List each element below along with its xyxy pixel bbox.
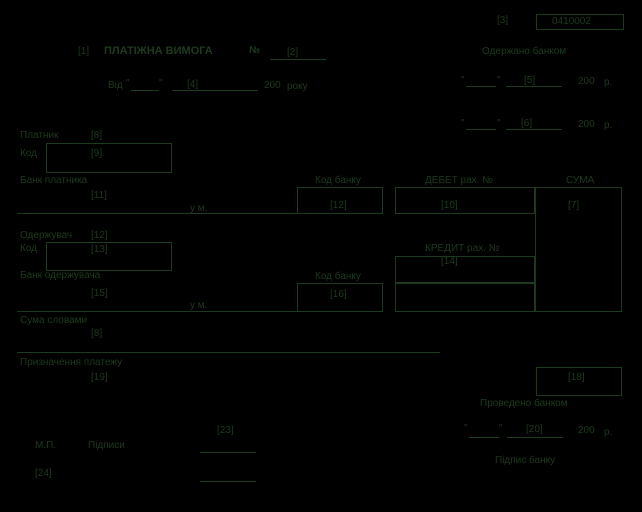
- credit-box: [395, 256, 535, 283]
- received2-quote-open: ": [461, 118, 465, 129]
- bank-sign-label: Підпис банку: [495, 455, 556, 466]
- conducted-quote-open: ": [464, 423, 468, 434]
- mp-ref: [24]: [35, 468, 52, 479]
- debit-box: [395, 187, 535, 214]
- date-year-suffix: року: [287, 81, 308, 92]
- sign-line-2: [200, 481, 256, 482]
- received2-quote-close: ": [497, 118, 501, 129]
- date-ref: [4]: [187, 79, 199, 90]
- recipient-bank-code-ref: [16]: [330, 289, 347, 300]
- payer-bank-code-box: [297, 187, 383, 214]
- received-year-suffix: р.: [604, 77, 613, 88]
- payer-ref: [8]: [91, 130, 103, 141]
- right-box-ref: [18]: [568, 372, 585, 383]
- top-ref: [3]: [497, 15, 509, 26]
- payer-city: у м.: [190, 203, 208, 214]
- sum-ref: [7]: [568, 200, 580, 211]
- conducted-month-line: [507, 437, 563, 438]
- date-month-line: [172, 90, 258, 91]
- amount-words-line: [17, 352, 440, 353]
- received-quote-open: ": [461, 75, 465, 86]
- amount-words-ref: [8]: [91, 328, 103, 339]
- debit-ref: [10]: [441, 200, 458, 211]
- number-underline: [270, 59, 326, 60]
- recipient-label: Одержувач: [20, 230, 73, 241]
- payer-bank-label: Банк платника: [20, 175, 88, 186]
- payer-bank-line: [17, 213, 297, 214]
- number-ref: [2]: [287, 47, 299, 58]
- mp-label: М.П.: [35, 440, 57, 451]
- recipient-bank-code-label: Код банку: [315, 271, 361, 282]
- form-code: 0410002: [552, 16, 591, 27]
- payer-bank-code-ref: [12]: [330, 200, 347, 211]
- date-quote-open: ": [126, 78, 130, 89]
- recipient-bank-ref: [15]: [91, 288, 108, 299]
- received2-year: 200: [578, 119, 595, 130]
- payer-bank-code-label: Код банку: [315, 175, 361, 186]
- amount-words-label: Сума словами: [20, 315, 88, 326]
- conducted-quote-close: ": [499, 423, 503, 434]
- credit-ref: [14]: [441, 256, 458, 267]
- recipient-bank-label: Банк одержувача: [20, 270, 101, 281]
- credit-label: КРЕДИТ рах. №: [425, 243, 500, 254]
- conducted-day-line: [469, 437, 499, 438]
- received-label: Одержано банком: [482, 46, 567, 57]
- conducted-year-suffix: р.: [604, 427, 613, 438]
- recipient-city: у м.: [190, 300, 208, 311]
- right-box: [536, 367, 622, 396]
- date-prefix: Від: [108, 80, 123, 91]
- recipient-bank-line: [17, 311, 297, 312]
- recipient-bank-code-box: [297, 283, 383, 312]
- payer-label: Платник: [20, 130, 59, 141]
- payer-code-label: Код: [20, 148, 38, 159]
- recipient-code-box: [46, 242, 172, 271]
- title-ref: [1]: [78, 46, 90, 57]
- sum-box: [535, 187, 622, 312]
- payer-code-box: [46, 143, 172, 173]
- payer-bank-ref: [11]: [91, 190, 107, 201]
- conducted-ref: [20]: [526, 424, 543, 435]
- received-quote-close: ": [497, 75, 501, 86]
- recipient-code-label: Код: [20, 243, 38, 254]
- recipient-ref: [12]: [91, 230, 108, 241]
- recipient-code-ref: [13]: [91, 244, 108, 255]
- received2-day-line: [466, 129, 496, 130]
- date-quote-close: ": [159, 78, 163, 89]
- signature-label: Підписи: [88, 440, 125, 451]
- no-label: №: [249, 45, 261, 56]
- sum-label: СУМА: [566, 175, 595, 186]
- form-title: ПЛАТІЖНА ВИМОГА: [104, 45, 213, 57]
- received2-month-line: [506, 129, 562, 130]
- received-day-line: [466, 86, 496, 87]
- purpose-ref: [19]: [91, 372, 108, 383]
- received-year: 200: [578, 76, 595, 87]
- received2-year-suffix: р.: [604, 120, 613, 131]
- conducted-label: Проведено банком: [480, 398, 568, 409]
- sign-ref: [23]: [217, 425, 234, 436]
- date-day-line: [131, 90, 159, 91]
- credit-lower-box: [395, 283, 535, 312]
- debit-label: ДЕБЕТ рах. №: [425, 175, 493, 186]
- received2-ref: [6]: [521, 118, 533, 129]
- payer-code-ref: [9]: [91, 148, 103, 159]
- conducted-year: 200: [578, 425, 595, 436]
- date-year: 200: [264, 80, 281, 91]
- purpose-label: Призначення платежу: [20, 357, 123, 368]
- sign-line-1: [200, 452, 256, 453]
- received-ref: [5]: [524, 75, 536, 86]
- received-month-line: [506, 86, 562, 87]
- code-box: [536, 14, 624, 30]
